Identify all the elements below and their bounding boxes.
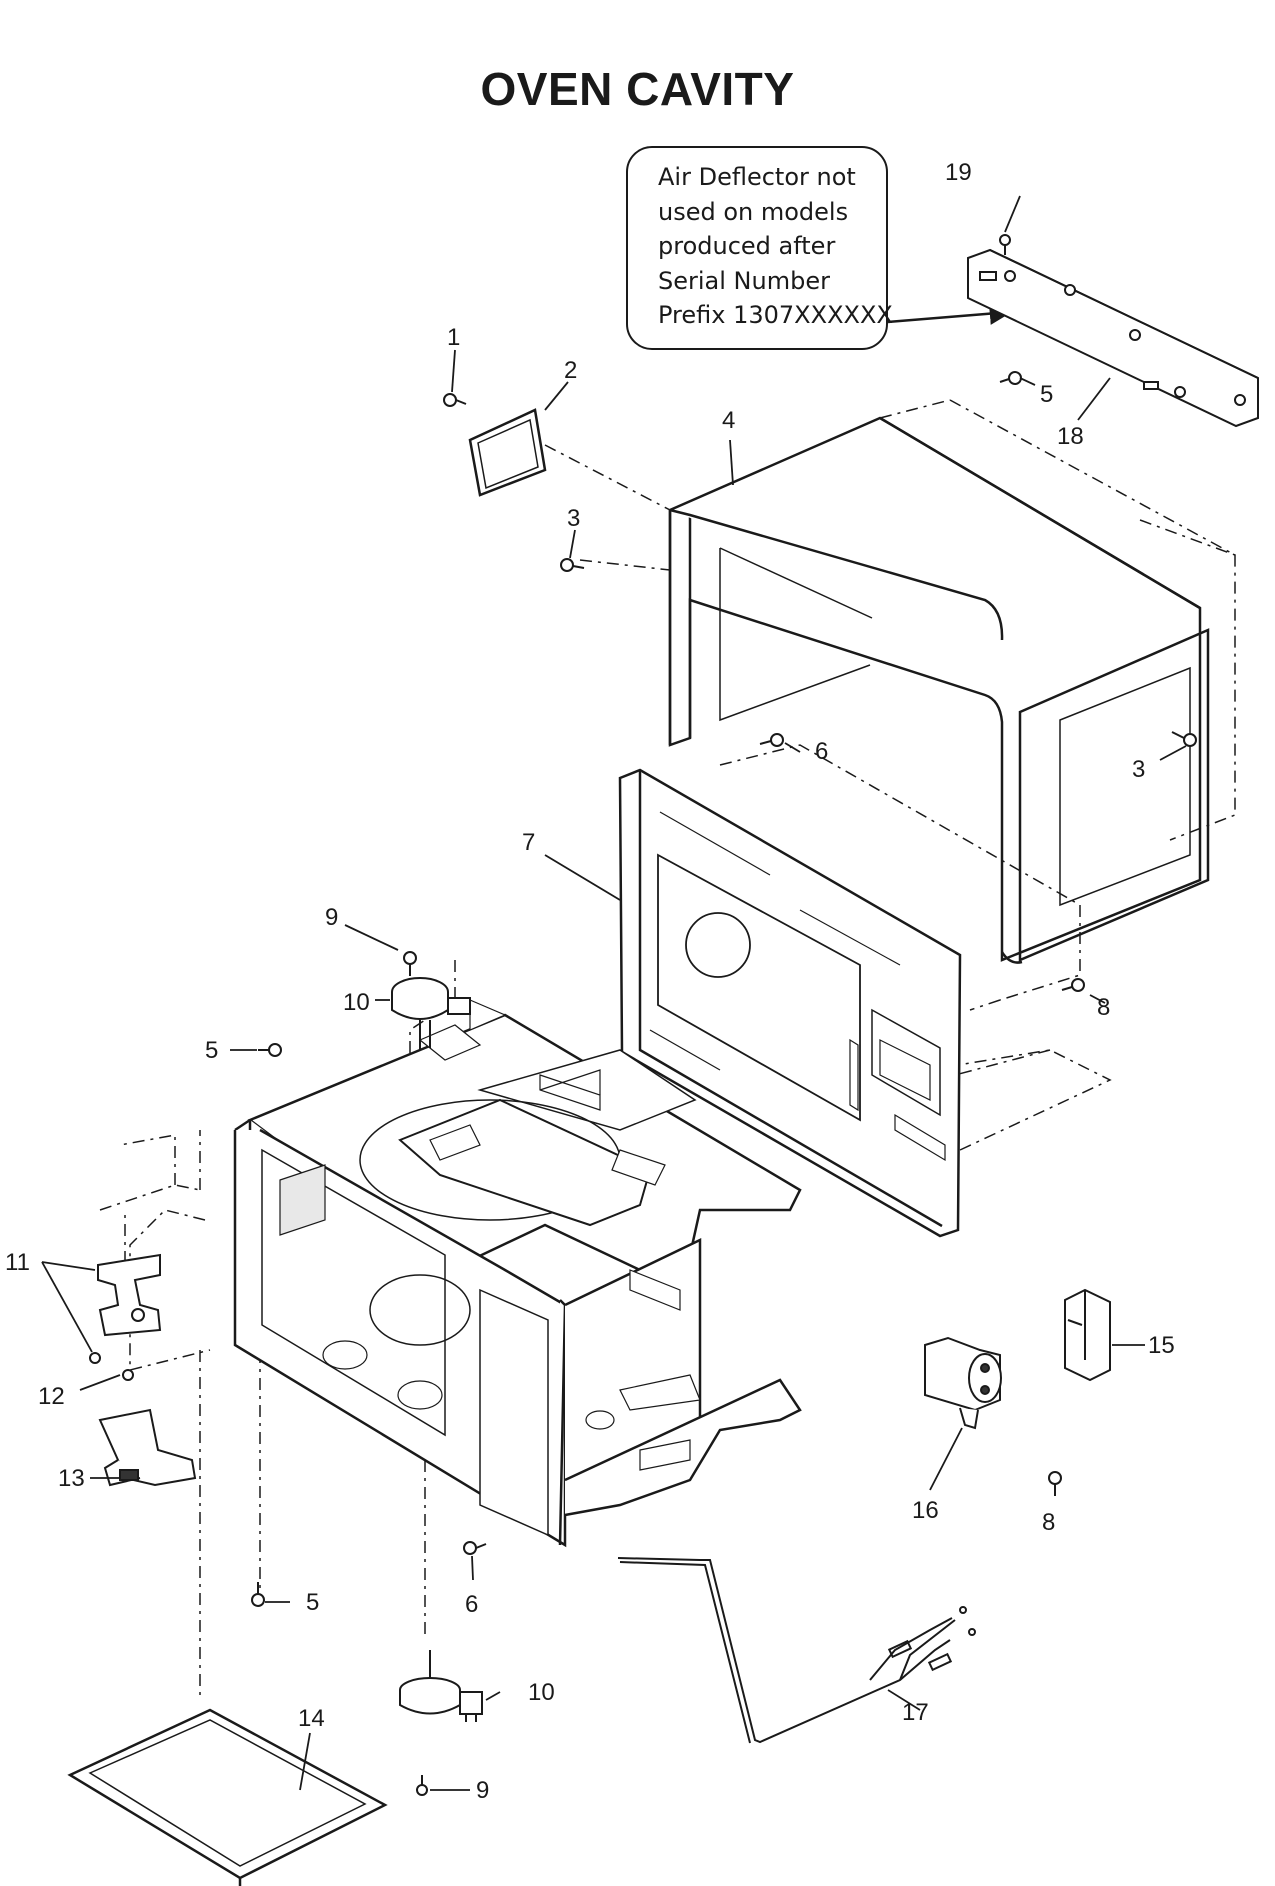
cover-plate: [468, 408, 547, 497]
air-deflector-note: Air Deflector not used on models produce…: [626, 146, 893, 350]
latch-13: [98, 1408, 197, 1487]
callout-10: 10: [343, 989, 370, 1016]
screws: [89, 371, 1197, 1796]
callout-1: 1: [447, 324, 460, 351]
callout-10: 10: [528, 1679, 555, 1706]
screw-1: [443, 393, 467, 407]
motor-upper: [391, 977, 471, 1050]
screw-11b: [89, 1352, 101, 1364]
screw-8a: [1061, 978, 1085, 992]
screw-5b: [258, 1043, 282, 1057]
screw-9a: [403, 951, 417, 976]
motor-lower: [399, 1650, 483, 1722]
screw-3b: [1171, 731, 1197, 747]
outer-cabinet: [668, 416, 1210, 964]
callout-6: 6: [815, 738, 828, 765]
callout-14: 14: [298, 1705, 325, 1732]
screw-8b: [1048, 1471, 1062, 1496]
tray-14: [67, 1708, 388, 1886]
callout-12: 12: [38, 1383, 65, 1410]
callout-11: 11: [5, 1249, 30, 1276]
callout-4: 4: [722, 407, 735, 434]
latch-switch-11: [97, 1253, 162, 1337]
callout-18: 18: [1057, 423, 1084, 450]
note-line: Prefix 1307XXXXXX: [658, 301, 893, 329]
note-arrow: [887, 302, 1013, 325]
oven-cavity-body: [233, 999, 802, 1548]
wire-harness-17: [617, 1557, 976, 1744]
callout-5: 5: [205, 1037, 218, 1064]
callout-6: 6: [465, 1591, 478, 1618]
callout-13: 13: [58, 1465, 85, 1492]
screw-12: [122, 1369, 134, 1381]
callout-9: 9: [476, 1777, 489, 1804]
callout-15: 15: [1148, 1332, 1175, 1359]
callout-2: 2: [564, 357, 577, 384]
callout-7: 7: [522, 829, 535, 856]
callout-8: 8: [1097, 994, 1110, 1021]
note-line: used on models: [658, 197, 849, 226]
screw-3a: [560, 558, 585, 572]
leader-lines: [41, 195, 1187, 1791]
screw-5a: [999, 371, 1022, 385]
callout-16: 16: [912, 1497, 939, 1524]
diagram-title: OVEN CAVITY: [480, 63, 795, 115]
note-line: produced after: [658, 232, 836, 260]
capacitor-16: [924, 1336, 1002, 1430]
callout-5: 5: [1040, 381, 1053, 408]
back-panel: [618, 768, 962, 1238]
callout-9: 9: [325, 904, 338, 931]
screw-19: [999, 234, 1011, 255]
callout-8: 8: [1042, 1509, 1055, 1536]
screw-9b: [416, 1775, 428, 1796]
note-line: Air Deflector not: [658, 163, 856, 191]
callout-3: 3: [567, 505, 580, 532]
callout-17: 17: [902, 1699, 929, 1726]
callout-3: 3: [1132, 756, 1145, 783]
callout-numbers: 1 2 3 3 3 4 5 5 5 6 6 7 8 8 9 9 10 10 11…: [5, 159, 1175, 1804]
note-line: Serial Number: [658, 266, 830, 295]
screw-6b: [463, 1541, 487, 1555]
bracket-15: [1064, 1288, 1111, 1382]
air-deflector-part: [967, 248, 1259, 428]
screw-5c: [251, 1582, 265, 1607]
callout-19: 19: [945, 159, 972, 186]
assembly-guide-lines: [99, 399, 1236, 1700]
screw-6a: [759, 733, 784, 747]
callout-5: 5: [306, 1589, 319, 1616]
